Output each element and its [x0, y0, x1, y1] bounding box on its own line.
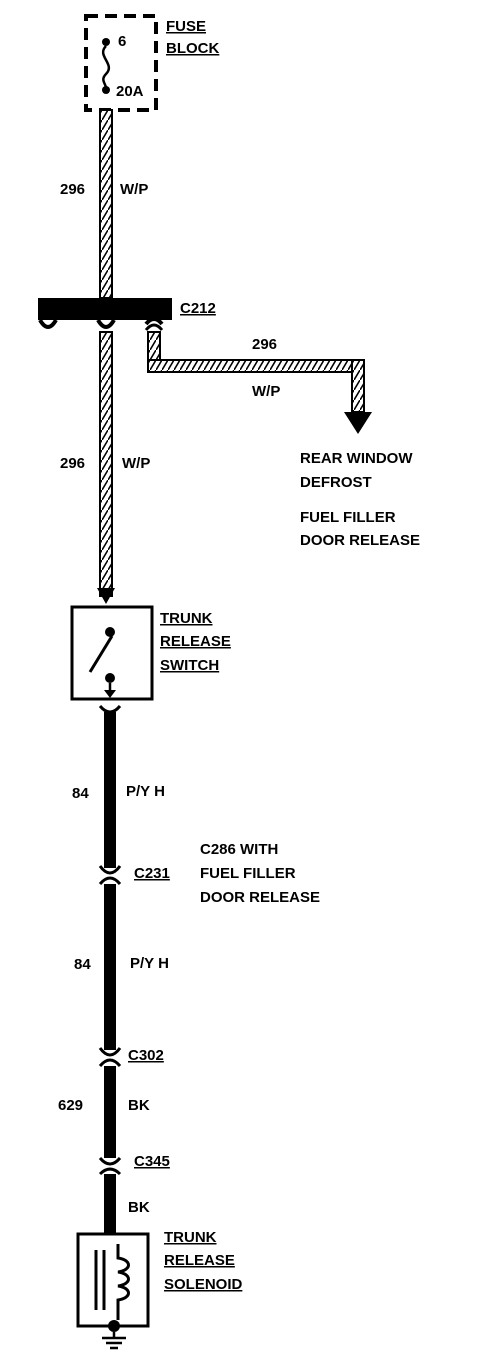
wire-296-lower: [97, 331, 115, 604]
branch-circuit-label: 296: [252, 336, 277, 353]
connector-c345: [98, 1156, 122, 1176]
connector-c302-label: C302: [128, 1047, 164, 1064]
wire-84-lower: [104, 884, 116, 1050]
wire-color-label: W/P: [122, 455, 150, 472]
switch-label-3: SWITCH: [160, 657, 219, 674]
branch-color-label: W/P: [252, 383, 280, 400]
wire-circuit-label: 629: [58, 1097, 83, 1114]
fuse-circuit-number: 6: [118, 33, 126, 50]
wire-84-upper: [98, 704, 122, 868]
wire-296-branch: [147, 331, 372, 434]
wire-color-label: BK: [128, 1097, 150, 1114]
connector-c302: [98, 1047, 122, 1068]
solenoid-label-2: RELEASE: [164, 1252, 235, 1269]
wire-color-label: P/Y H: [126, 783, 165, 800]
wire-circuit-label: 84: [72, 785, 89, 802]
c231-note-3: DOOR RELEASE: [200, 889, 320, 906]
destination-label-1: REAR WINDOW: [300, 450, 413, 467]
wire-circuit-label: 296: [60, 181, 85, 198]
wire-bk-lower: [104, 1174, 116, 1234]
wire-629: [104, 1066, 116, 1158]
switch-label-1: TRUNK: [160, 610, 213, 627]
wire-color-label: W/P: [120, 181, 148, 198]
solenoid-label-1: TRUNK: [164, 1229, 217, 1246]
connector-c345-label: C345: [134, 1153, 170, 1170]
c231-note-1: C286 WITH: [200, 841, 278, 858]
c231-note-2: FUEL FILLER: [200, 865, 296, 882]
ground-symbol: [102, 1332, 126, 1350]
fuse-rating: 20A: [116, 83, 144, 100]
wire-circuit-label: 84: [74, 956, 91, 973]
wire-circuit-label: 296: [60, 455, 85, 472]
connector-c212: [38, 298, 172, 331]
connector-c212-label: C212: [180, 300, 216, 317]
fuse-block: 6 20A FUSE BLOCK: [84, 14, 219, 112]
solenoid-label-3: SOLENOID: [164, 1276, 243, 1293]
wire-296-top: [99, 109, 113, 299]
trunk-release-switch: [70, 605, 154, 701]
fuse-block-label-1: FUSE: [166, 18, 206, 35]
wire-color-label: P/Y H: [130, 955, 169, 972]
destination-label-2: DEFROST: [300, 474, 372, 491]
fuse-block-label-2: BLOCK: [166, 40, 219, 57]
destination-label-3: FUEL FILLER: [300, 509, 396, 526]
trunk-release-solenoid: [76, 1232, 150, 1332]
connector-c231: [98, 865, 122, 886]
destination-label-4: DOOR RELEASE: [300, 532, 420, 549]
connector-c231-label: C231: [134, 865, 170, 882]
switch-label-2: RELEASE: [160, 633, 231, 650]
wire-color-label: BK: [128, 1199, 150, 1216]
